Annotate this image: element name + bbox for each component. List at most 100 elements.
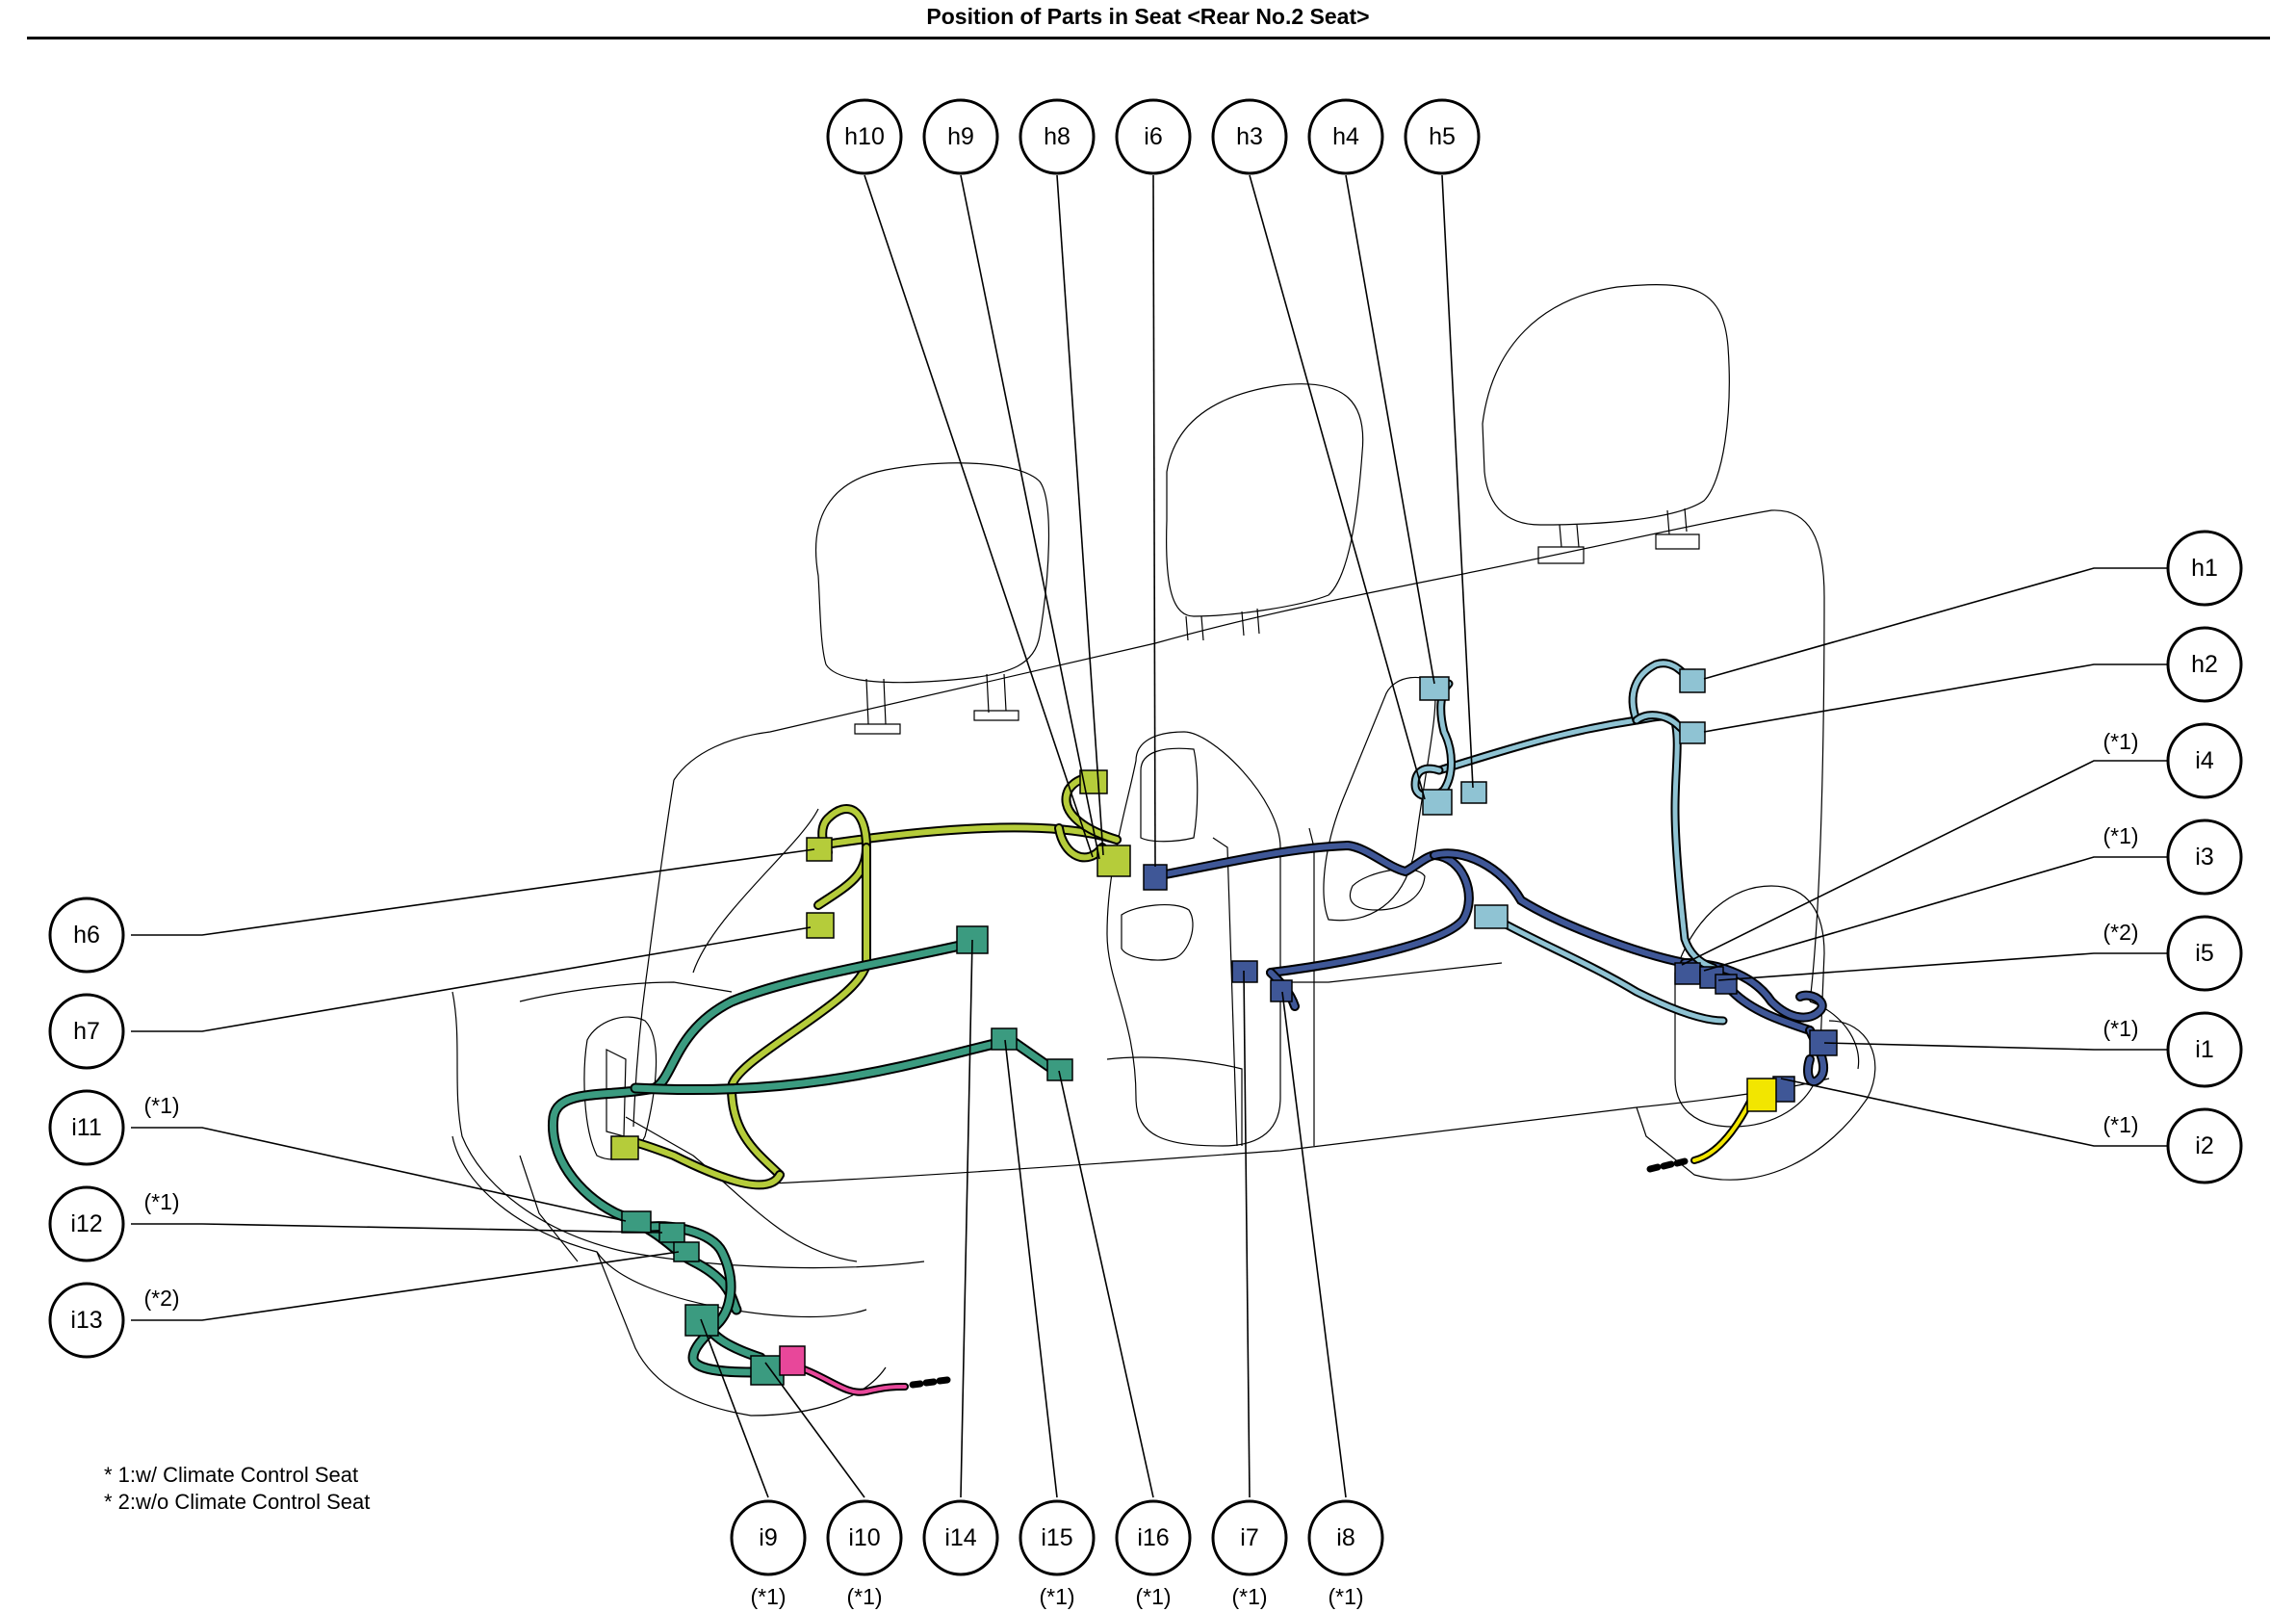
connector-h5 — [1460, 781, 1487, 804]
callout-circle — [48, 1282, 125, 1359]
callout-label: h8 — [1044, 123, 1071, 150]
callout-label: h5 — [1429, 123, 1456, 150]
callout-label: h1 — [2191, 555, 2218, 582]
callout-circle — [1115, 98, 1192, 175]
callout-i4: i4 (*1) — [2103, 722, 2243, 799]
callout-circle — [826, 98, 903, 175]
callout-circle — [730, 1499, 807, 1576]
callout-label: h9 — [947, 123, 974, 150]
connector-i16 — [1046, 1058, 1073, 1081]
callout-circle — [2166, 530, 2243, 607]
callout-i11: i11 (*1) — [48, 1089, 180, 1166]
connectors — [610, 668, 1838, 1386]
connector-h7-lower — [610, 1135, 639, 1160]
seat-outline — [451, 284, 1876, 1417]
callout-circle — [2166, 1011, 2243, 1088]
connector-i15 — [991, 1027, 1018, 1051]
callout-label: i1 — [2195, 1036, 2213, 1063]
callout-circle — [2166, 819, 2243, 896]
callout-label: i9 — [759, 1524, 777, 1551]
callout-label: h6 — [73, 922, 100, 949]
callout-h10: h10 — [826, 98, 903, 175]
callout-label: h4 — [1332, 123, 1359, 150]
connector-pink — [779, 1345, 806, 1376]
callout-label: h2 — [2191, 651, 2218, 678]
callout-qualifier: (*1) — [750, 1584, 786, 1609]
callout-label: i10 — [848, 1524, 880, 1551]
callout-qualifier: (*1) — [846, 1584, 882, 1609]
callout-circle — [1307, 1499, 1384, 1576]
connector-i3 — [1674, 962, 1701, 985]
harness-green-yellow — [611, 773, 1122, 1190]
callout-label: h3 — [1236, 123, 1263, 150]
callout-label: i6 — [1144, 123, 1162, 150]
callout-label: i7 — [1240, 1524, 1258, 1551]
callout-i14: i14 — [922, 1499, 999, 1576]
callout-h6: h6 — [48, 897, 125, 974]
connector-i12 — [658, 1222, 685, 1243]
yellow-lead — [1646, 1094, 1756, 1173]
callout-label: h10 — [844, 123, 885, 150]
callout-qualifier: (*1) — [2103, 1112, 2138, 1137]
callout-i3: i3(*1) — [2103, 819, 2243, 896]
connector-i11 — [621, 1210, 652, 1234]
callout-circle — [1019, 1499, 1096, 1576]
connector-i6 — [1143, 864, 1168, 891]
footnote-no-climate-control: * 2:w/o Climate Control Seat — [104, 1490, 371, 1514]
callout-i15: i15(*1) — [1019, 1499, 1096, 1609]
callout-i5: i5 (*2) — [2103, 915, 2243, 992]
callout-qualifier: (*1) — [1328, 1584, 1363, 1609]
callout-qualifier: (*1) — [143, 1093, 179, 1118]
callout-circle — [1211, 1499, 1288, 1576]
connector-h7 — [806, 912, 835, 939]
callout-h5: h5 — [1404, 98, 1481, 175]
connector-h4 — [1419, 676, 1450, 701]
callout-circle — [1211, 98, 1288, 175]
connector-i7 — [1231, 960, 1258, 983]
connector-light-blue-mid — [1474, 904, 1509, 929]
callout-circle — [1307, 98, 1384, 175]
callout-qualifier: (*1) — [143, 1189, 179, 1214]
callout-label: i14 — [944, 1524, 976, 1551]
callout-label: i5 — [2195, 940, 2213, 967]
callout-i2: i2 (*1) — [2103, 1107, 2243, 1184]
callout-circle — [48, 1089, 125, 1166]
callout-label: i2 — [2195, 1132, 2213, 1159]
callout-label: i11 — [71, 1114, 102, 1141]
callout-circle — [2166, 722, 2243, 799]
footnotes: * 1:w/ Climate Control Seat * 2:w/o Clim… — [104, 1462, 370, 1516]
callout-i1: i1 (*1) — [2103, 1011, 2243, 1088]
callout-i16: i16(*1) — [1115, 1499, 1192, 1609]
callout-circle — [2166, 915, 2243, 992]
callout-circle — [48, 993, 125, 1070]
callout-circle — [2166, 626, 2243, 703]
callout-label: i13 — [70, 1307, 102, 1334]
callout-label: i4 — [2195, 747, 2214, 774]
callout-qualifier: (*2) — [2103, 920, 2138, 945]
callout-i12: i12(*1) — [48, 1185, 180, 1262]
callout-h2: h2 — [2166, 626, 2243, 703]
callout-i6: i6 — [1115, 98, 1192, 175]
callout-qualifier: (*1) — [2103, 729, 2138, 754]
callout-circle — [48, 1185, 125, 1262]
callout-circle — [826, 1499, 903, 1576]
connector-i5 — [1715, 974, 1738, 995]
callout-label: i16 — [1137, 1524, 1169, 1551]
callout-circle — [48, 897, 125, 974]
callout-i7: i7(*1) — [1211, 1499, 1288, 1609]
leader-lines — [131, 174, 2176, 1498]
connector-yellow — [1746, 1078, 1777, 1112]
callout-label: i3 — [2195, 844, 2213, 871]
callout-i8: i8 (*1) — [1307, 1499, 1384, 1609]
callout-label: h7 — [73, 1018, 100, 1045]
callout-circle — [1404, 98, 1481, 175]
callout-circle — [1019, 98, 1096, 175]
callout-label: i8 — [1336, 1524, 1354, 1551]
pink-lead — [795, 1364, 951, 1396]
connector-h1 — [1679, 668, 1706, 693]
callout-qualifier: (*1) — [2103, 1016, 2138, 1041]
title-divider — [27, 37, 2270, 39]
connector-i8 — [1270, 979, 1293, 1002]
